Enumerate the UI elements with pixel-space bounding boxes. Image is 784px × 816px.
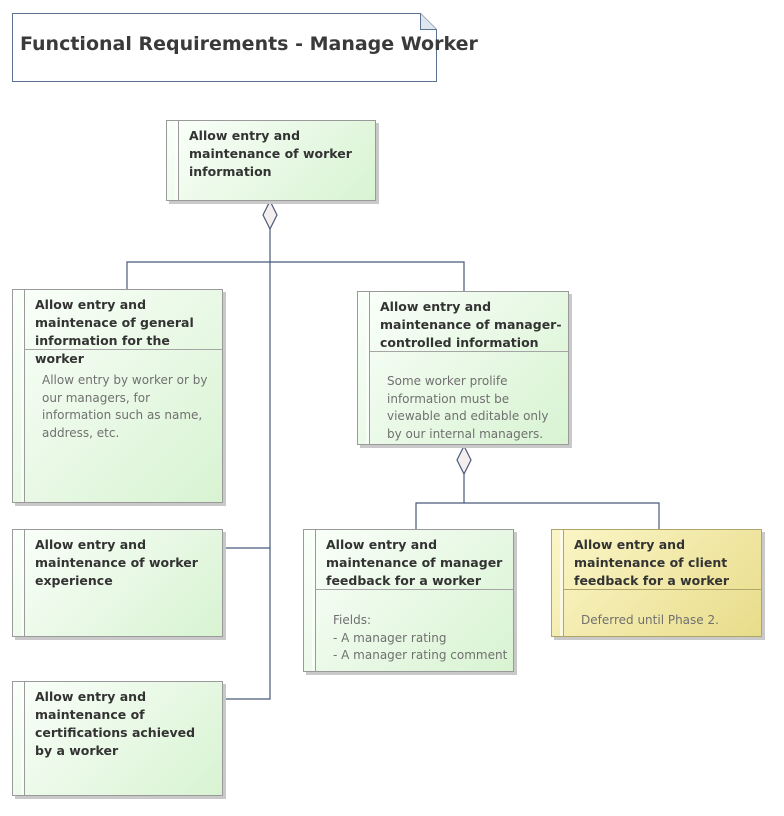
connector-certifications[interactable]	[223, 548, 271, 700]
requirement-note: Allow entry by worker or by our managers…	[42, 373, 208, 440]
requirement-name: Allow entry and maintenace of general in…	[35, 297, 194, 366]
requirement-name: Allow entry and maintenance of worker ex…	[35, 537, 198, 588]
diagram-title: Functional Requirements - Manage Worker	[20, 33, 478, 55]
note-frame	[12, 13, 437, 82]
requirement-name: Allow entry and maintenance of worker in…	[189, 128, 352, 179]
requirement-note: Some worker prolife information must be …	[387, 374, 549, 441]
requirement-client-feedback[interactable]: Allow entry and maintenance of client fe…	[551, 529, 762, 637]
requirement-manager-info[interactable]: Allow entry and maintenance of manager-c…	[357, 291, 569, 445]
requirement-experience[interactable]: Allow entry and maintenance of worker ex…	[12, 529, 223, 637]
requirement-name: Allow entry and maintenance of manager-c…	[380, 299, 562, 350]
requirement-certifications[interactable]: Allow entry and maintenance of certifica…	[12, 681, 223, 796]
requirement-general-info[interactable]: Allow entry and maintenace of general in…	[12, 289, 223, 503]
connector-manager-info[interactable]	[270, 261, 465, 291]
diagram-title-note[interactable]: Functional Requirements - Manage Worker	[12, 13, 478, 82]
connector-manager-feedback[interactable]	[415, 474, 465, 529]
requirement-name: Allow entry and maintenance of client fe…	[574, 537, 730, 588]
requirement-note: Fields: - A manager rating - A manager r…	[333, 613, 508, 662]
requirement-divider	[24, 349, 222, 350]
connector-client-feedback[interactable]	[464, 502, 660, 529]
requirement-name: Allow entry and maintenance of manager f…	[326, 537, 503, 588]
requirement-divider	[369, 351, 568, 352]
aggregation-diamond-worker-info[interactable]	[262, 199, 278, 231]
requirement-name: Allow entry and maintenance of certifica…	[35, 689, 196, 758]
connector-experience[interactable]	[223, 262, 271, 549]
aggregation-diamond-manager-info[interactable]	[456, 444, 472, 476]
requirement-manager-feedback[interactable]: Allow entry and maintenance of manager f…	[303, 529, 514, 672]
requirement-note: Deferred until Phase 2.	[581, 613, 719, 627]
requirement-worker-info[interactable]: Allow entry and maintenance of worker in…	[166, 120, 376, 201]
requirement-divider	[563, 589, 761, 590]
requirement-divider	[315, 589, 513, 590]
connector-general-info[interactable]	[126, 228, 271, 289]
